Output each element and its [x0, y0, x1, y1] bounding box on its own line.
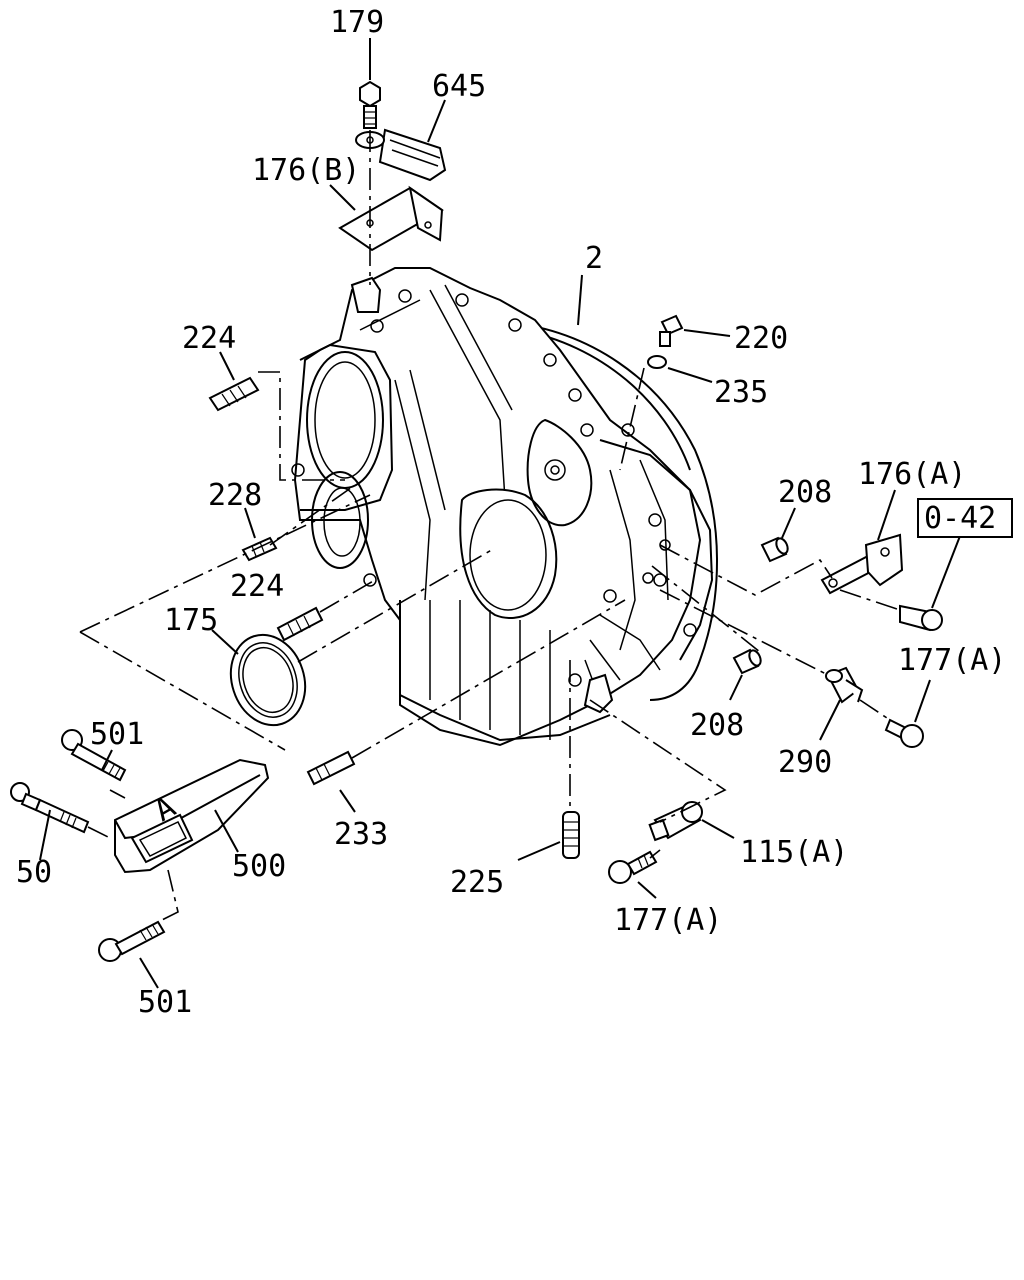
- label-645: 645: [432, 69, 486, 104]
- label-225: 225: [450, 865, 504, 900]
- stud-233: [306, 750, 356, 813]
- bolt-50: [10, 782, 90, 861]
- label-208-lower: 208: [690, 708, 744, 743]
- label-177a-bottom: 177(A): [614, 903, 722, 938]
- label-208-upper: 208: [778, 475, 832, 510]
- dowel-208-lower: [729, 648, 762, 701]
- label-176a: 176(A): [858, 457, 966, 492]
- leader-lines: [577, 274, 961, 609]
- label-50: 50: [16, 855, 52, 890]
- washer-235: [647, 355, 713, 383]
- label-228: 228: [208, 478, 262, 513]
- label-175: 175: [164, 603, 218, 638]
- label-177a-right: 177(A): [898, 643, 1006, 678]
- stud-224-lower: [276, 606, 324, 642]
- bracket-500: A: [114, 758, 270, 874]
- bolt-177a-bottom: [608, 850, 658, 899]
- sensor-115a: [648, 801, 735, 842]
- assembly-lines: [79, 130, 901, 923]
- label-235: 235: [714, 375, 768, 410]
- stud-228: [241, 507, 278, 562]
- bolt-179: [359, 38, 381, 129]
- stud-225: [517, 811, 580, 861]
- sensor-290: [819, 666, 864, 741]
- label-115a: 115(A): [740, 835, 848, 870]
- label-176b: 176(B): [252, 153, 360, 188]
- bolt-177a-right-upper: [899, 604, 943, 632]
- bracket-176a: [820, 489, 904, 595]
- label-2: 2: [585, 241, 603, 276]
- label-179: 179: [330, 5, 384, 40]
- oil-seal-175: [211, 629, 307, 727]
- part-labels: 179 645 176(B) 2 220 235 224 228 224 208…: [16, 5, 1006, 1020]
- label-233: 233: [334, 817, 388, 852]
- flywheel-housing: [291, 267, 718, 747]
- stud-224-upper: [208, 351, 260, 412]
- label-220: 220: [734, 321, 788, 356]
- bolt-501-lower: [98, 920, 166, 989]
- reference-box: [917, 498, 1013, 538]
- label-500: 500: [232, 849, 286, 884]
- bracket-176b: [329, 184, 444, 252]
- dowel-208-upper: [760, 507, 796, 563]
- label-501-upper: 501: [90, 717, 144, 752]
- label-224-lower: 224: [230, 569, 284, 604]
- label-290: 290: [778, 745, 832, 780]
- plug-220: [659, 314, 731, 347]
- label-0-42: 0-42: [924, 501, 996, 536]
- bolt-501-upper: [61, 729, 127, 782]
- bolt-177a-right-lower: [884, 679, 931, 748]
- label-501-lower: 501: [138, 985, 192, 1020]
- label-224-upper: 224: [182, 321, 236, 356]
